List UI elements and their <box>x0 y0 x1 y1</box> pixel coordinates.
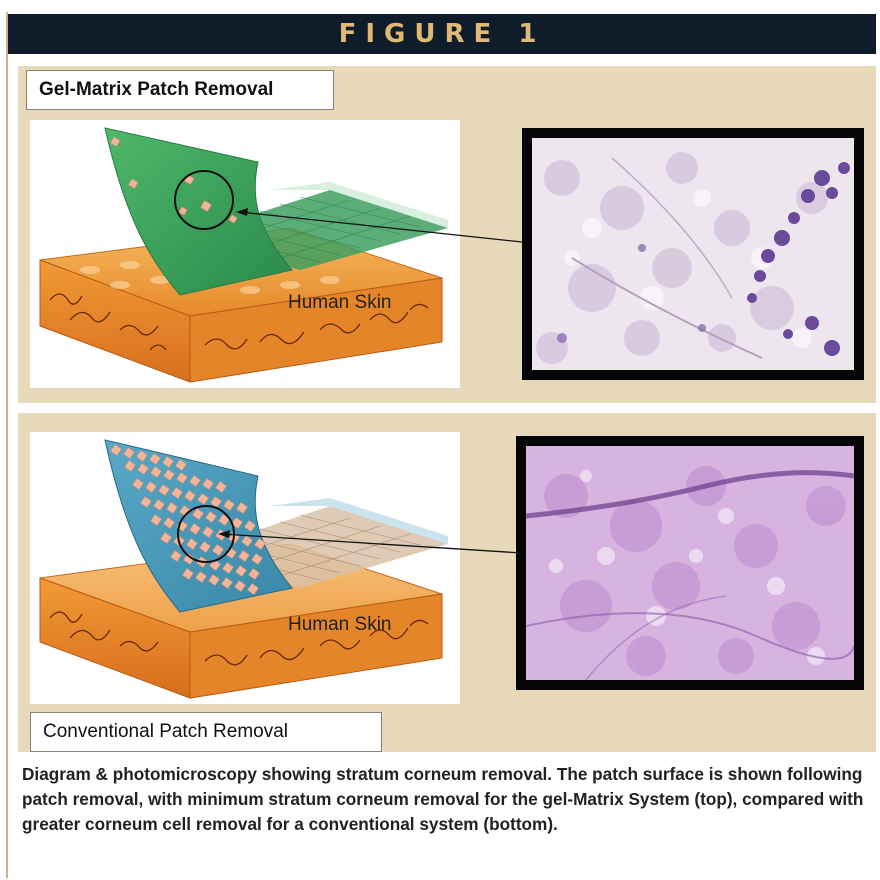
arrow-bottom <box>222 534 522 553</box>
conventional-label: Conventional Patch Removal <box>30 712 382 752</box>
arrow-top <box>240 212 522 242</box>
figure-caption: Diagram & photomicroscopy showing stratu… <box>22 762 872 837</box>
